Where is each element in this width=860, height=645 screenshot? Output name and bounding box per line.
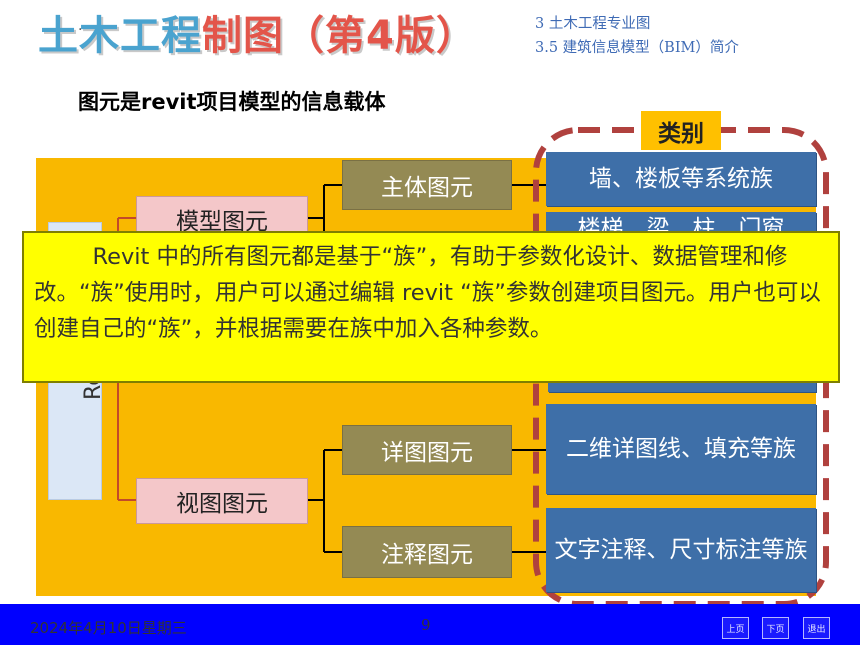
prev-page-button[interactable]: 上页: [722, 617, 749, 639]
footer-date: 2024年4月10日星期三: [30, 619, 187, 637]
branch-connectors: [308, 184, 546, 553]
next-page-button[interactable]: 下页: [762, 617, 789, 639]
slide-title-part2: 制图（第4版）: [202, 13, 477, 59]
section-line-1: 3 土木工程专业图: [535, 16, 651, 32]
section-line-2: 3.5 建筑信息模型（BIM）简介: [535, 40, 739, 56]
category-label: 类别: [641, 111, 721, 150]
category-annotation-families: 文字注释、尺寸标注等族: [546, 508, 816, 592]
node-detail-elements: 详图图元: [342, 425, 512, 475]
footer-bar: [0, 604, 860, 645]
node-view-elements: 视图图元: [136, 478, 308, 524]
category-detail-families: 二维详图线、填充等族: [546, 404, 816, 494]
page-number: 9: [421, 616, 431, 634]
slide-subtitle: 图元是revit项目模型的信息载体: [78, 90, 386, 114]
slide-title-part1: 土木工程: [38, 13, 202, 59]
node-annotation-elements: 注释图元: [342, 526, 512, 578]
title-dot: .: [78, 18, 83, 34]
exit-button[interactable]: 退出: [803, 617, 830, 639]
category-system-families: 墙、楼板等系统族: [546, 152, 816, 206]
node-host-elements: 主体图元: [342, 160, 512, 210]
slide-title: 土木工程制图（第4版）: [38, 6, 477, 66]
callout-explanation: Revit 中的所有图元都是基于“族”，有助于参数化设计、数据管理和修改。“族”…: [22, 231, 840, 383]
